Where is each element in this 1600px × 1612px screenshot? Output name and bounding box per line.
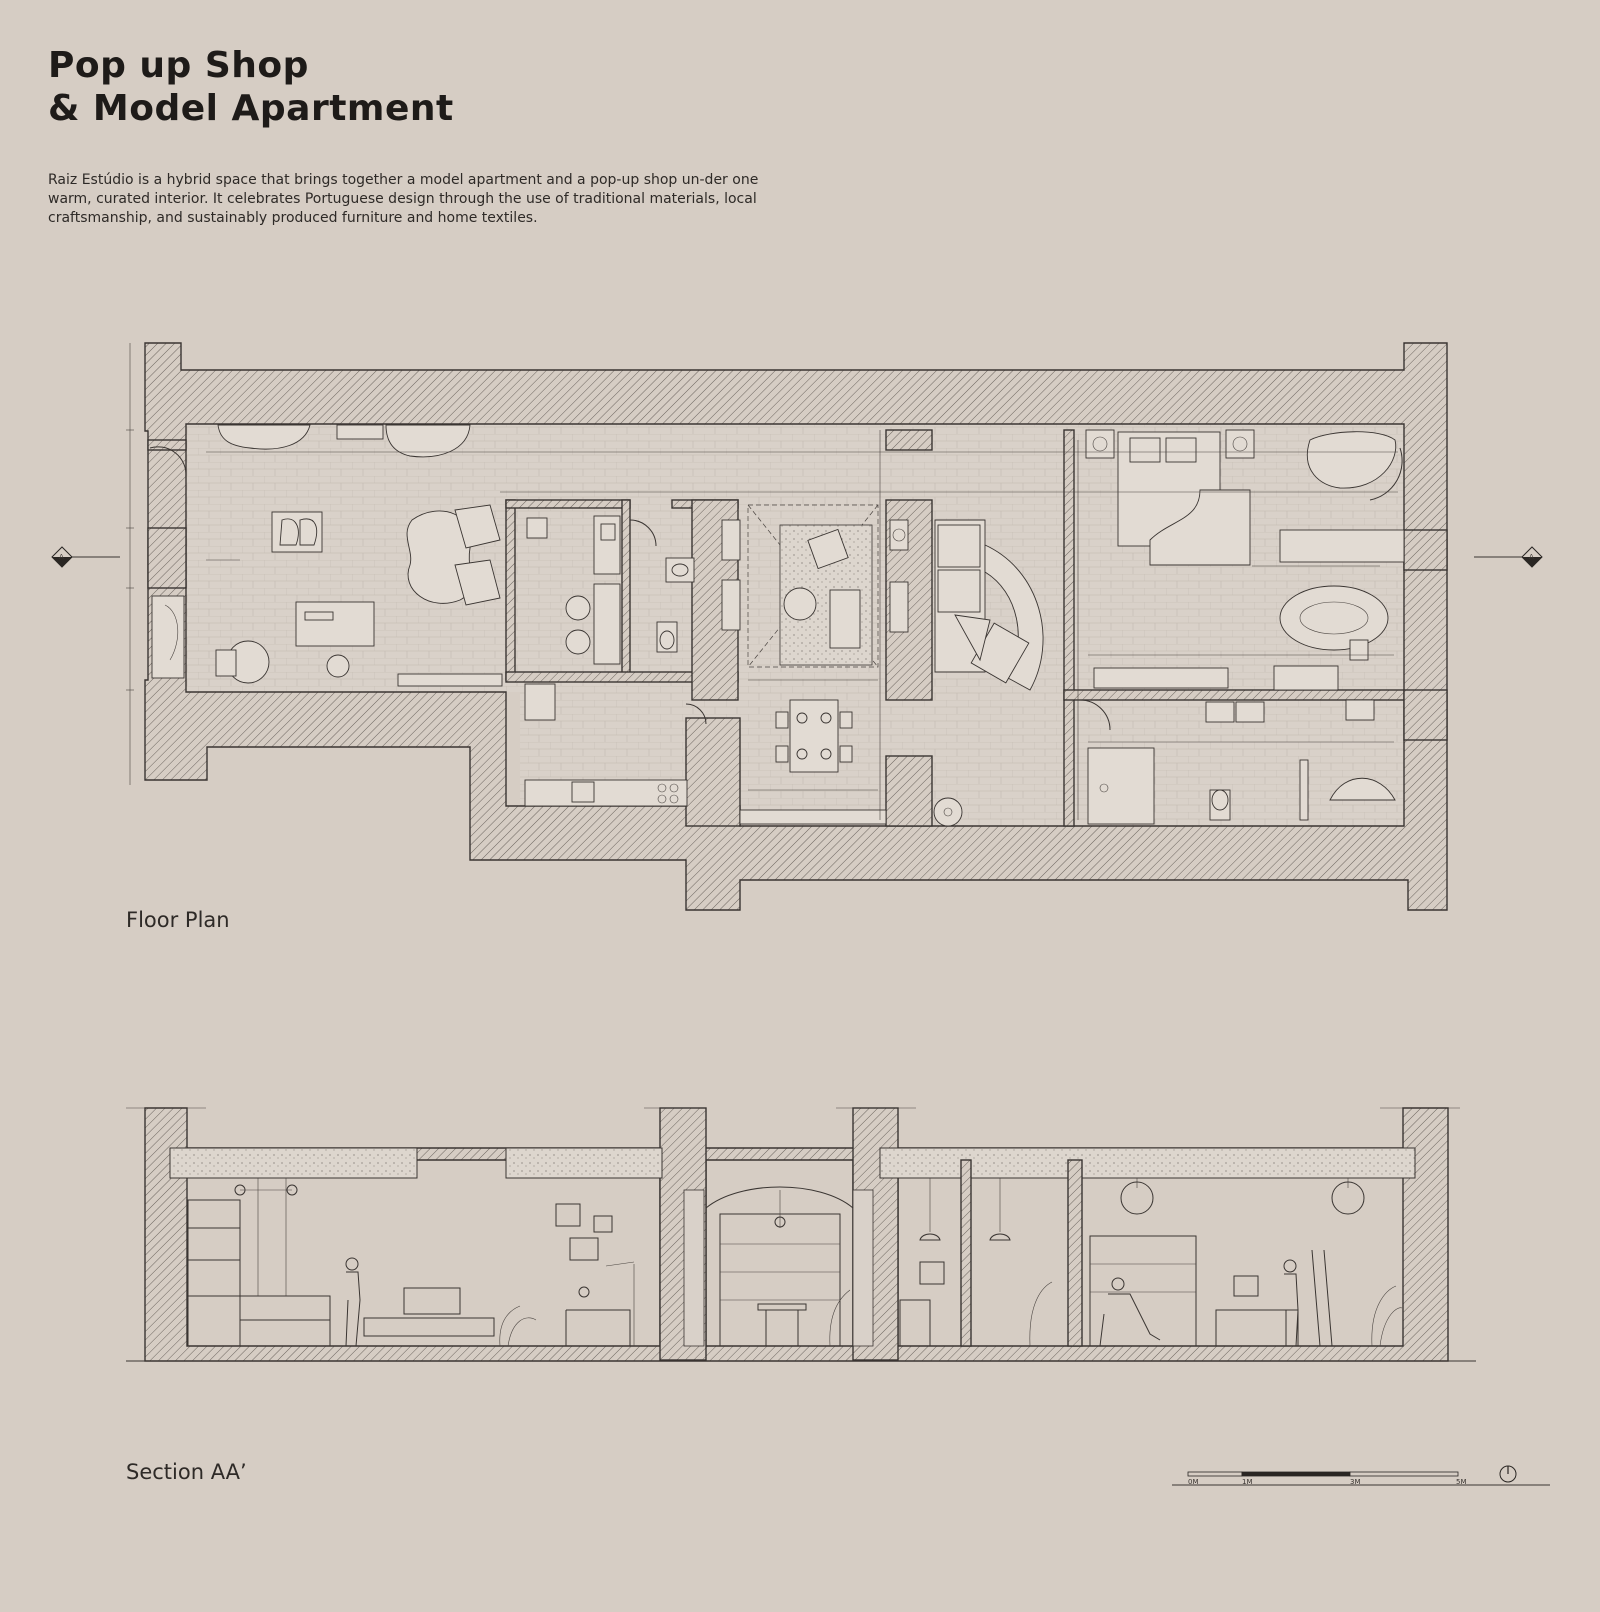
shop-furniture: [149, 424, 503, 687]
section-marker-left-label: A: [59, 553, 64, 561]
dining-area: [739, 699, 887, 825]
project-description: Raiz Estúdio is a hybrid space that brin…: [48, 172, 759, 226]
title-line-1: Pop up Shop: [48, 45, 309, 86]
page-title: Pop up Shop & Model Apartment: [48, 44, 454, 130]
scale-label-1: 1M: [1242, 1478, 1253, 1486]
scale-label-0: 0M: [1188, 1478, 1199, 1486]
scale-bar: 0M 1M 3M 5M: [1172, 1471, 1550, 1486]
scale-label-5: 5M: [1456, 1478, 1467, 1486]
north-arrow-icon: [1499, 1465, 1517, 1483]
section-dining-interior: [705, 1186, 854, 1347]
plan-dimensions: [126, 343, 1398, 820]
section-living-interior: [899, 1178, 1403, 1347]
kitchen-core: [524, 515, 707, 807]
scale-label-3: 3M: [1350, 1478, 1361, 1486]
bathroom: [1079, 699, 1396, 825]
section-drawing: [126, 1107, 1476, 1362]
section-marker-right-label: A: [1529, 553, 1534, 561]
bedroom: [1085, 429, 1405, 691]
section-caption: Section AA’: [126, 1460, 247, 1484]
floor-plan-caption: Floor Plan: [126, 908, 230, 932]
living-area: [721, 504, 1044, 827]
title-line-2: & Model Apartment: [48, 88, 454, 129]
floor-plan: A A: [51, 342, 1543, 911]
section-marker-left: A: [51, 546, 120, 568]
section-shop-interior: [187, 1178, 635, 1347]
section-walls: [144, 1107, 1449, 1362]
section-marker-right: A: [1474, 546, 1543, 568]
